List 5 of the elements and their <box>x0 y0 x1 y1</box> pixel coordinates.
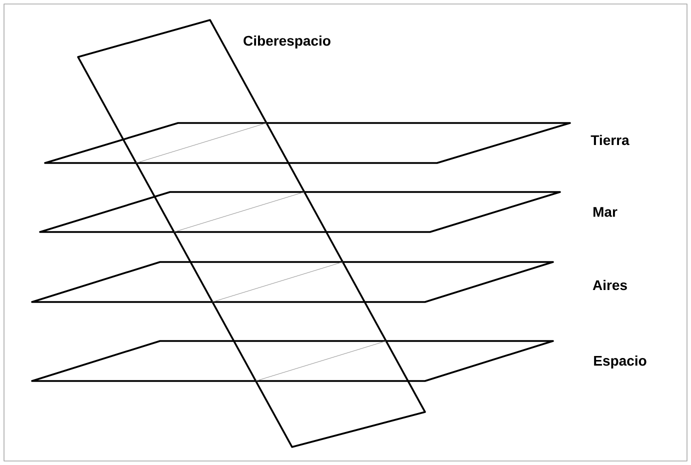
node-label: Tierra <box>590 134 630 146</box>
cyberspace-plane: Ciberespacio <box>77 19 426 448</box>
node-label: Espacio <box>594 355 646 369</box>
node-label: Mar <box>593 207 618 217</box>
node-label: Aires <box>592 280 627 290</box>
